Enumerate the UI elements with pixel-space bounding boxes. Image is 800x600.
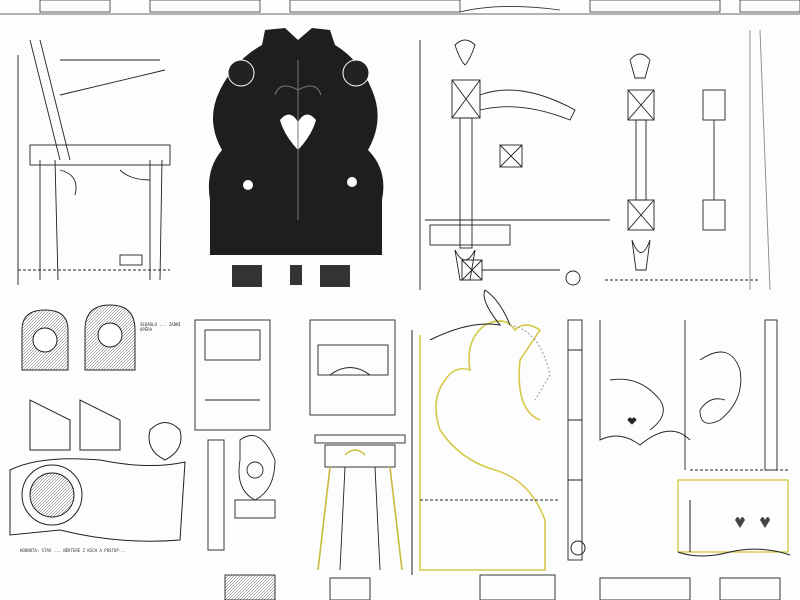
panel-note-chair: SEDADLO ... ZADNÍ OPĚRA <box>140 322 181 332</box>
hinge-plan <box>605 29 771 291</box>
chair-sections <box>194 319 396 551</box>
carved-chair-back-dark <box>208 28 384 287</box>
top-elevation-strip <box>0 0 800 15</box>
stool-elevation <box>314 434 406 571</box>
chair-back-pattern <box>411 289 586 575</box>
bench-elevation <box>677 479 791 557</box>
ornament-medallions <box>9 304 186 542</box>
bottom-frames <box>224 574 781 600</box>
chair-side-elevation <box>17 39 171 285</box>
panel-note-bottom-left: HODNOTA: STAV ... NĚKTERÉ Z NICH A POSTU… <box>20 548 126 553</box>
turned-post-details <box>567 319 790 561</box>
hinge-detail <box>419 39 610 290</box>
